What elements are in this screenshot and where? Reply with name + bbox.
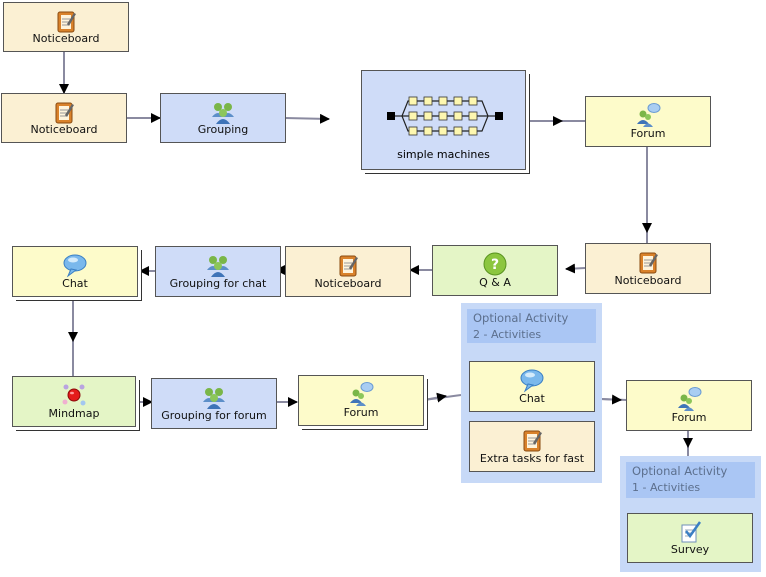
optional-activity-container[interactable]: Optional Activity 2 - Activities Chat Ex… [461, 303, 602, 483]
activity-label: Chat [519, 392, 545, 405]
activity-label: Forum [671, 411, 707, 424]
notepad-icon [339, 255, 358, 277]
activity-label: Survey [670, 543, 710, 556]
activity-label: Noticeboard [314, 277, 382, 290]
optional-activity-title: Optional Activity [632, 464, 728, 478]
activity-label: Noticeboard [32, 32, 100, 45]
group-people-icon [212, 103, 234, 124]
forum-activity[interactable]: Forum [298, 375, 424, 426]
activity-label: simple machines [397, 148, 490, 161]
optional-activity-header: Optional Activity 1 - Activities [626, 462, 755, 498]
grouping-activity[interactable]: Grouping [160, 93, 286, 143]
notepad-icon [523, 430, 542, 452]
activity-label: Mindmap [48, 407, 100, 420]
forum-people-bubble-icon [350, 382, 374, 406]
notepad-icon [55, 102, 74, 124]
forum-activity[interactable]: Forum [626, 380, 752, 431]
speech-bubble-icon [63, 254, 87, 278]
noticeboard-activity[interactable]: Noticeboard [585, 243, 711, 294]
group-people-icon [207, 256, 229, 277]
activity-label: Q & A [479, 276, 511, 289]
connector [423, 392, 447, 403]
survey-activity[interactable]: Survey [627, 513, 753, 563]
forum-activity[interactable]: Forum [585, 96, 711, 147]
activity-label: Noticeboard [30, 123, 98, 136]
speech-bubble-icon [520, 369, 544, 393]
forum-people-bubble-icon [637, 103, 661, 127]
activity-label: Grouping [197, 123, 249, 136]
noticeboard-activity[interactable]: Extra tasks for fast [469, 421, 595, 472]
activity-label: Grouping for forum [161, 409, 267, 422]
notepad-icon [57, 11, 76, 33]
noticeboard-activity[interactable]: Noticeboard [285, 246, 411, 297]
svg-text:?: ? [491, 257, 499, 273]
optional-activity-count: 1 - Activities [632, 481, 701, 494]
sequence-activity[interactable]: simple machines [361, 70, 526, 170]
connector [600, 394, 622, 405]
optional-activity-header: Optional Activity 2 - Activities [467, 309, 596, 343]
notepad-icon [639, 252, 658, 274]
activity-label: Forum [630, 127, 666, 140]
activity-label: Grouping for chat [169, 277, 267, 290]
activity-label: Extra tasks for fast [479, 452, 585, 465]
mindmap-activity[interactable]: Mindmap [12, 376, 136, 427]
survey-checklist-icon [681, 521, 702, 543]
chat-activity[interactable]: Chat [469, 361, 595, 412]
group-people-icon [203, 388, 225, 409]
grouping-activity[interactable]: Grouping for forum [151, 378, 277, 429]
chat-activity[interactable]: Chat [12, 246, 138, 297]
activity-label: Chat [62, 277, 88, 290]
noticeboard-activity[interactable]: Noticeboard [3, 2, 129, 52]
activity-label: Forum [343, 406, 379, 419]
optional-activity-count: 2 - Activities [473, 328, 542, 341]
qa-activity[interactable]: ? Q & A [432, 245, 558, 296]
branching-sequence-icon [387, 96, 503, 136]
connector [284, 113, 330, 124]
optional-activity-title: Optional Activity [473, 311, 569, 325]
activity-label: Noticeboard [614, 274, 682, 287]
grouping-activity[interactable]: Grouping for chat [155, 246, 281, 297]
optional-activity-container[interactable]: Optional Activity 1 - Activities Survey [620, 456, 761, 572]
question-mark-icon: ? [483, 252, 507, 276]
connector [565, 263, 586, 274]
forum-people-bubble-icon [678, 387, 702, 411]
mindmap-nodes-icon [62, 384, 86, 406]
noticeboard-activity[interactable]: Noticeboard [1, 93, 127, 143]
